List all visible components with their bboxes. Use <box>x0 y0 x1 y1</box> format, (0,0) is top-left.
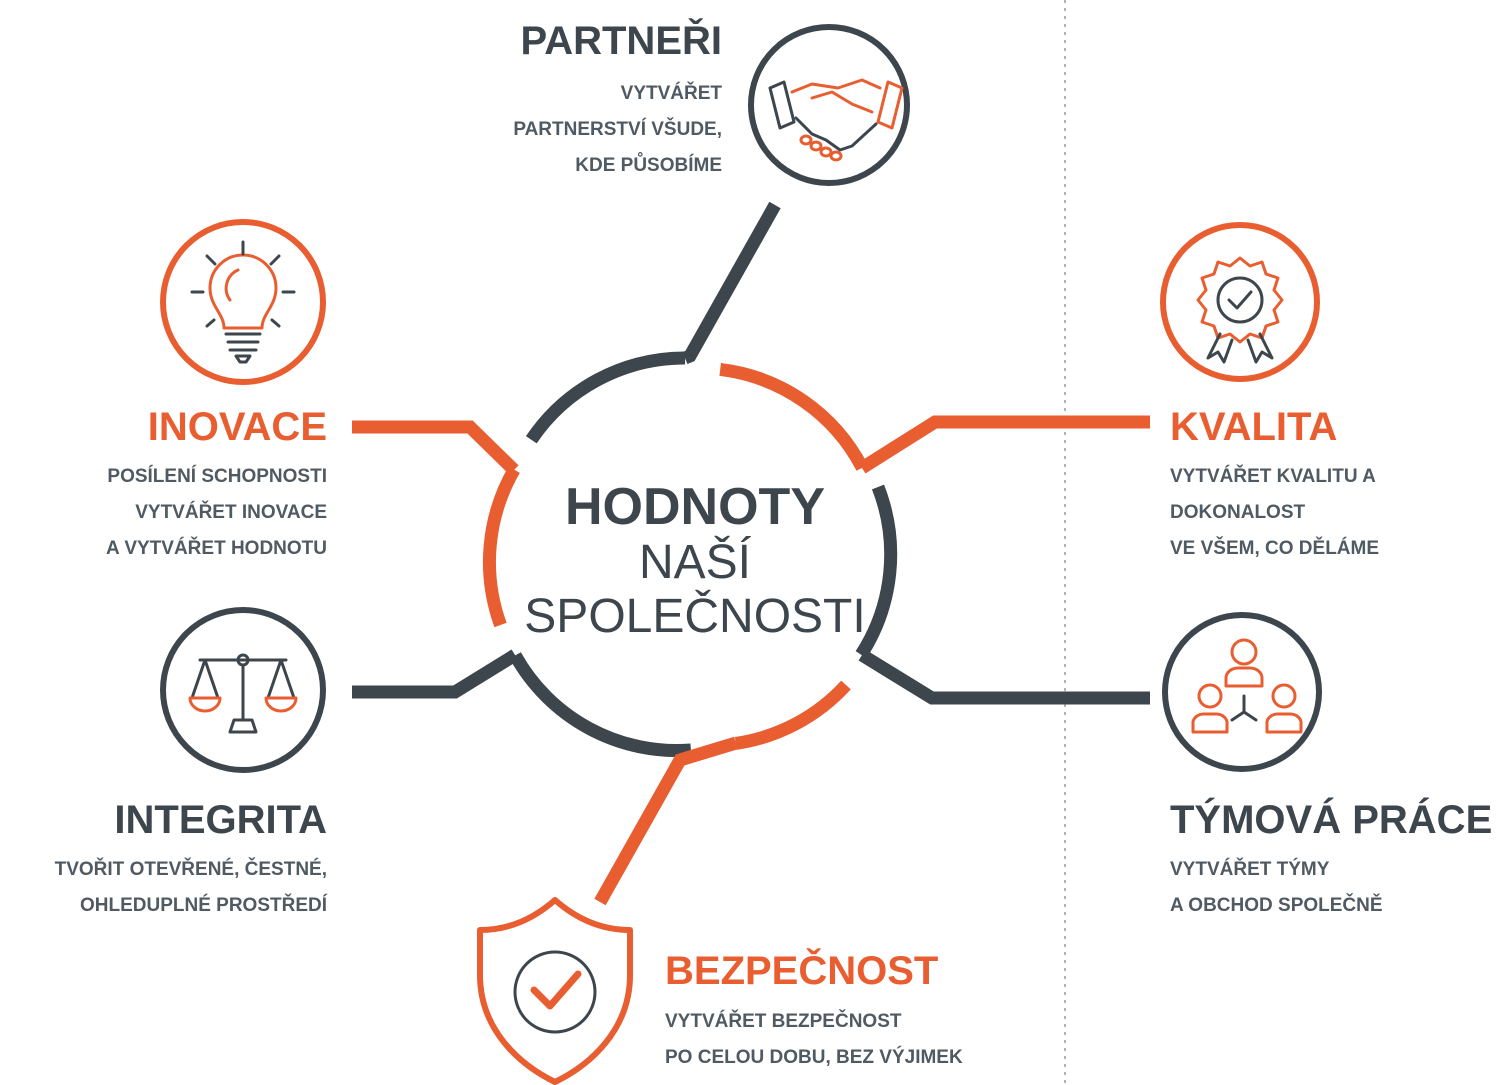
center-title: HODNOTY NAŠÍ SPOLEČNOSTI <box>500 478 890 644</box>
connector-partneri <box>682 201 781 365</box>
inovace-line-3: A VYTVÁŘET HODNOTU <box>106 538 327 559</box>
tymova-prace-line-1: VYTVÁŘET TÝMY <box>1170 859 1330 880</box>
bezpecnost-line-1: VYTVÁŘET BEZPEČNOST <box>665 1011 902 1032</box>
kvalita-line-3: VE VŠEM, CO DĚLÁME <box>1170 538 1380 559</box>
center-title-bold: HODNOTY <box>565 478 825 536</box>
integrita-title: INTEGRITA <box>114 798 327 842</box>
ring-arc-orange-left <box>482 466 520 628</box>
center-title-line2: NAŠÍ <box>638 536 752 589</box>
partneri-line-1: VYTVÁŘET <box>620 83 722 104</box>
kvalita-description: VYTVÁŘET KVALITU A DOKONALOST VE VŠEM, C… <box>1170 459 1379 567</box>
integrita-line-2: OHLEDUPLNÉ PROSTŘEDÍ <box>79 895 327 916</box>
kvalita-line-1: VYTVÁŘET KVALITU A <box>1170 466 1376 487</box>
center-ring <box>482 351 898 758</box>
bezpecnost-line-2: PO CELOU DOBU, BEZ VÝJIMEK <box>665 1047 963 1068</box>
ring-arc-dark-bottom <box>509 652 692 758</box>
scales-icon <box>160 607 326 773</box>
bezpecnost-description: VYTVÁŘET BEZPEČNOST PO CELOU DOBU, BEZ V… <box>665 1004 963 1076</box>
inovace-title: INOVACE <box>147 405 327 449</box>
award-badge-icon <box>1160 222 1320 382</box>
center-title-line3: SPOLEČNOSTI <box>524 590 866 643</box>
connector-bezpecnost <box>594 736 738 906</box>
partneri-line-3: KDE PŮSOBÍME <box>575 155 722 176</box>
connectors <box>352 201 1150 906</box>
tymova-prace-line-2: A OBCHOD SPOLEČNĚ <box>1170 895 1383 916</box>
inovace-description: POSÍLENÍ SCHOPNOSTI VYTVÁŘET INOVACE A V… <box>106 459 327 567</box>
partneri-description: VYTVÁŘET PARTNERSTVÍ VŠUDE, KDE PŮSOBÍME <box>513 76 722 184</box>
bezpecnost-title: BEZPEČNOST <box>665 949 939 993</box>
lightbulb-icon <box>160 219 326 385</box>
integrita-description: TVOŘIT OTEVŘENÉ, ČESTNÉ, OHLEDUPLNÉ PROS… <box>55 852 327 924</box>
handshake-icon <box>748 24 910 186</box>
shield-check-icon <box>477 897 633 1085</box>
inovace-line-2: VYTVÁŘET INOVACE <box>135 502 327 523</box>
ring-arc-dark-top <box>525 351 686 444</box>
tymova-prace-title: TÝMOVÁ PRÁCE <box>1170 798 1493 842</box>
connector-tymova-prace <box>858 649 1150 705</box>
ring-arc-dark-right <box>855 484 898 659</box>
connector-inovace <box>352 420 519 475</box>
partneri-title: PARTNEŘI <box>520 19 722 63</box>
partneri-line-2: PARTNERSTVÍ VŠUDE, <box>513 119 722 140</box>
team-icon <box>1162 612 1322 772</box>
connector-integrita <box>352 649 519 699</box>
ring-arc-orange-bottom-right <box>734 680 851 750</box>
inovace-line-1: POSÍLENÍ SCHOPNOSTI <box>107 466 327 487</box>
ring-arc-orange-top-right <box>719 362 869 471</box>
integrita-line-1: TVOŘIT OTEVŘENÉ, ČESTNÉ, <box>54 859 327 880</box>
connector-kvalita <box>858 415 1150 474</box>
kvalita-line-2: DOKONALOST <box>1170 502 1306 523</box>
tymova-prace-description: VYTVÁŘET TÝMY A OBCHOD SPOLEČNĚ <box>1170 852 1383 924</box>
kvalita-title: KVALITA <box>1170 405 1338 449</box>
